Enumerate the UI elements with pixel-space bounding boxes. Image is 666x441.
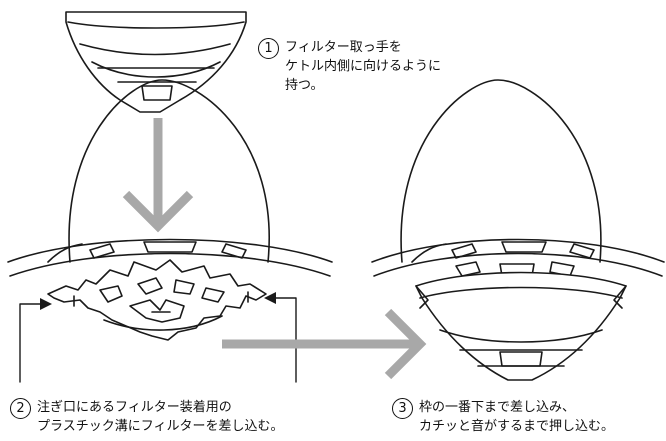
groove-pointers xyxy=(19,297,297,383)
left-kettle-lid xyxy=(68,79,270,263)
groove-pointer-arrowheads xyxy=(40,292,276,310)
step-1-line-1: フィルター取っ手を xyxy=(285,40,402,55)
gray-arrows xyxy=(122,118,427,380)
step-2-line-1: 注ぎ口にあるフィルター装着用の xyxy=(37,400,232,415)
step-3-line-1: 枠の一番下まで差し込み、 xyxy=(419,400,576,415)
step-1-line-2: ケトル内側に向けるように xyxy=(285,59,442,74)
step-1-line-3: 持つ。 xyxy=(285,78,324,93)
right-kettle-lid xyxy=(400,79,602,263)
filter-top-illustration xyxy=(65,11,247,113)
step-3-line-2: カチッと音がするまで押し込む。 xyxy=(419,419,615,434)
down-arrow-head xyxy=(122,190,194,233)
right-kettle-rim xyxy=(371,238,665,277)
step-3-number: 3 xyxy=(392,398,413,419)
step-2-number: 2 xyxy=(10,398,31,419)
left-filter-mesh xyxy=(47,259,267,341)
left-kettle-rim xyxy=(7,238,333,277)
right-arrow-head xyxy=(384,308,427,380)
step-2-line-2: プラスチック溝にフィルターを差し込む。 xyxy=(37,419,284,434)
step-1-number: 1 xyxy=(258,38,279,59)
right-filter-seated xyxy=(415,271,627,381)
